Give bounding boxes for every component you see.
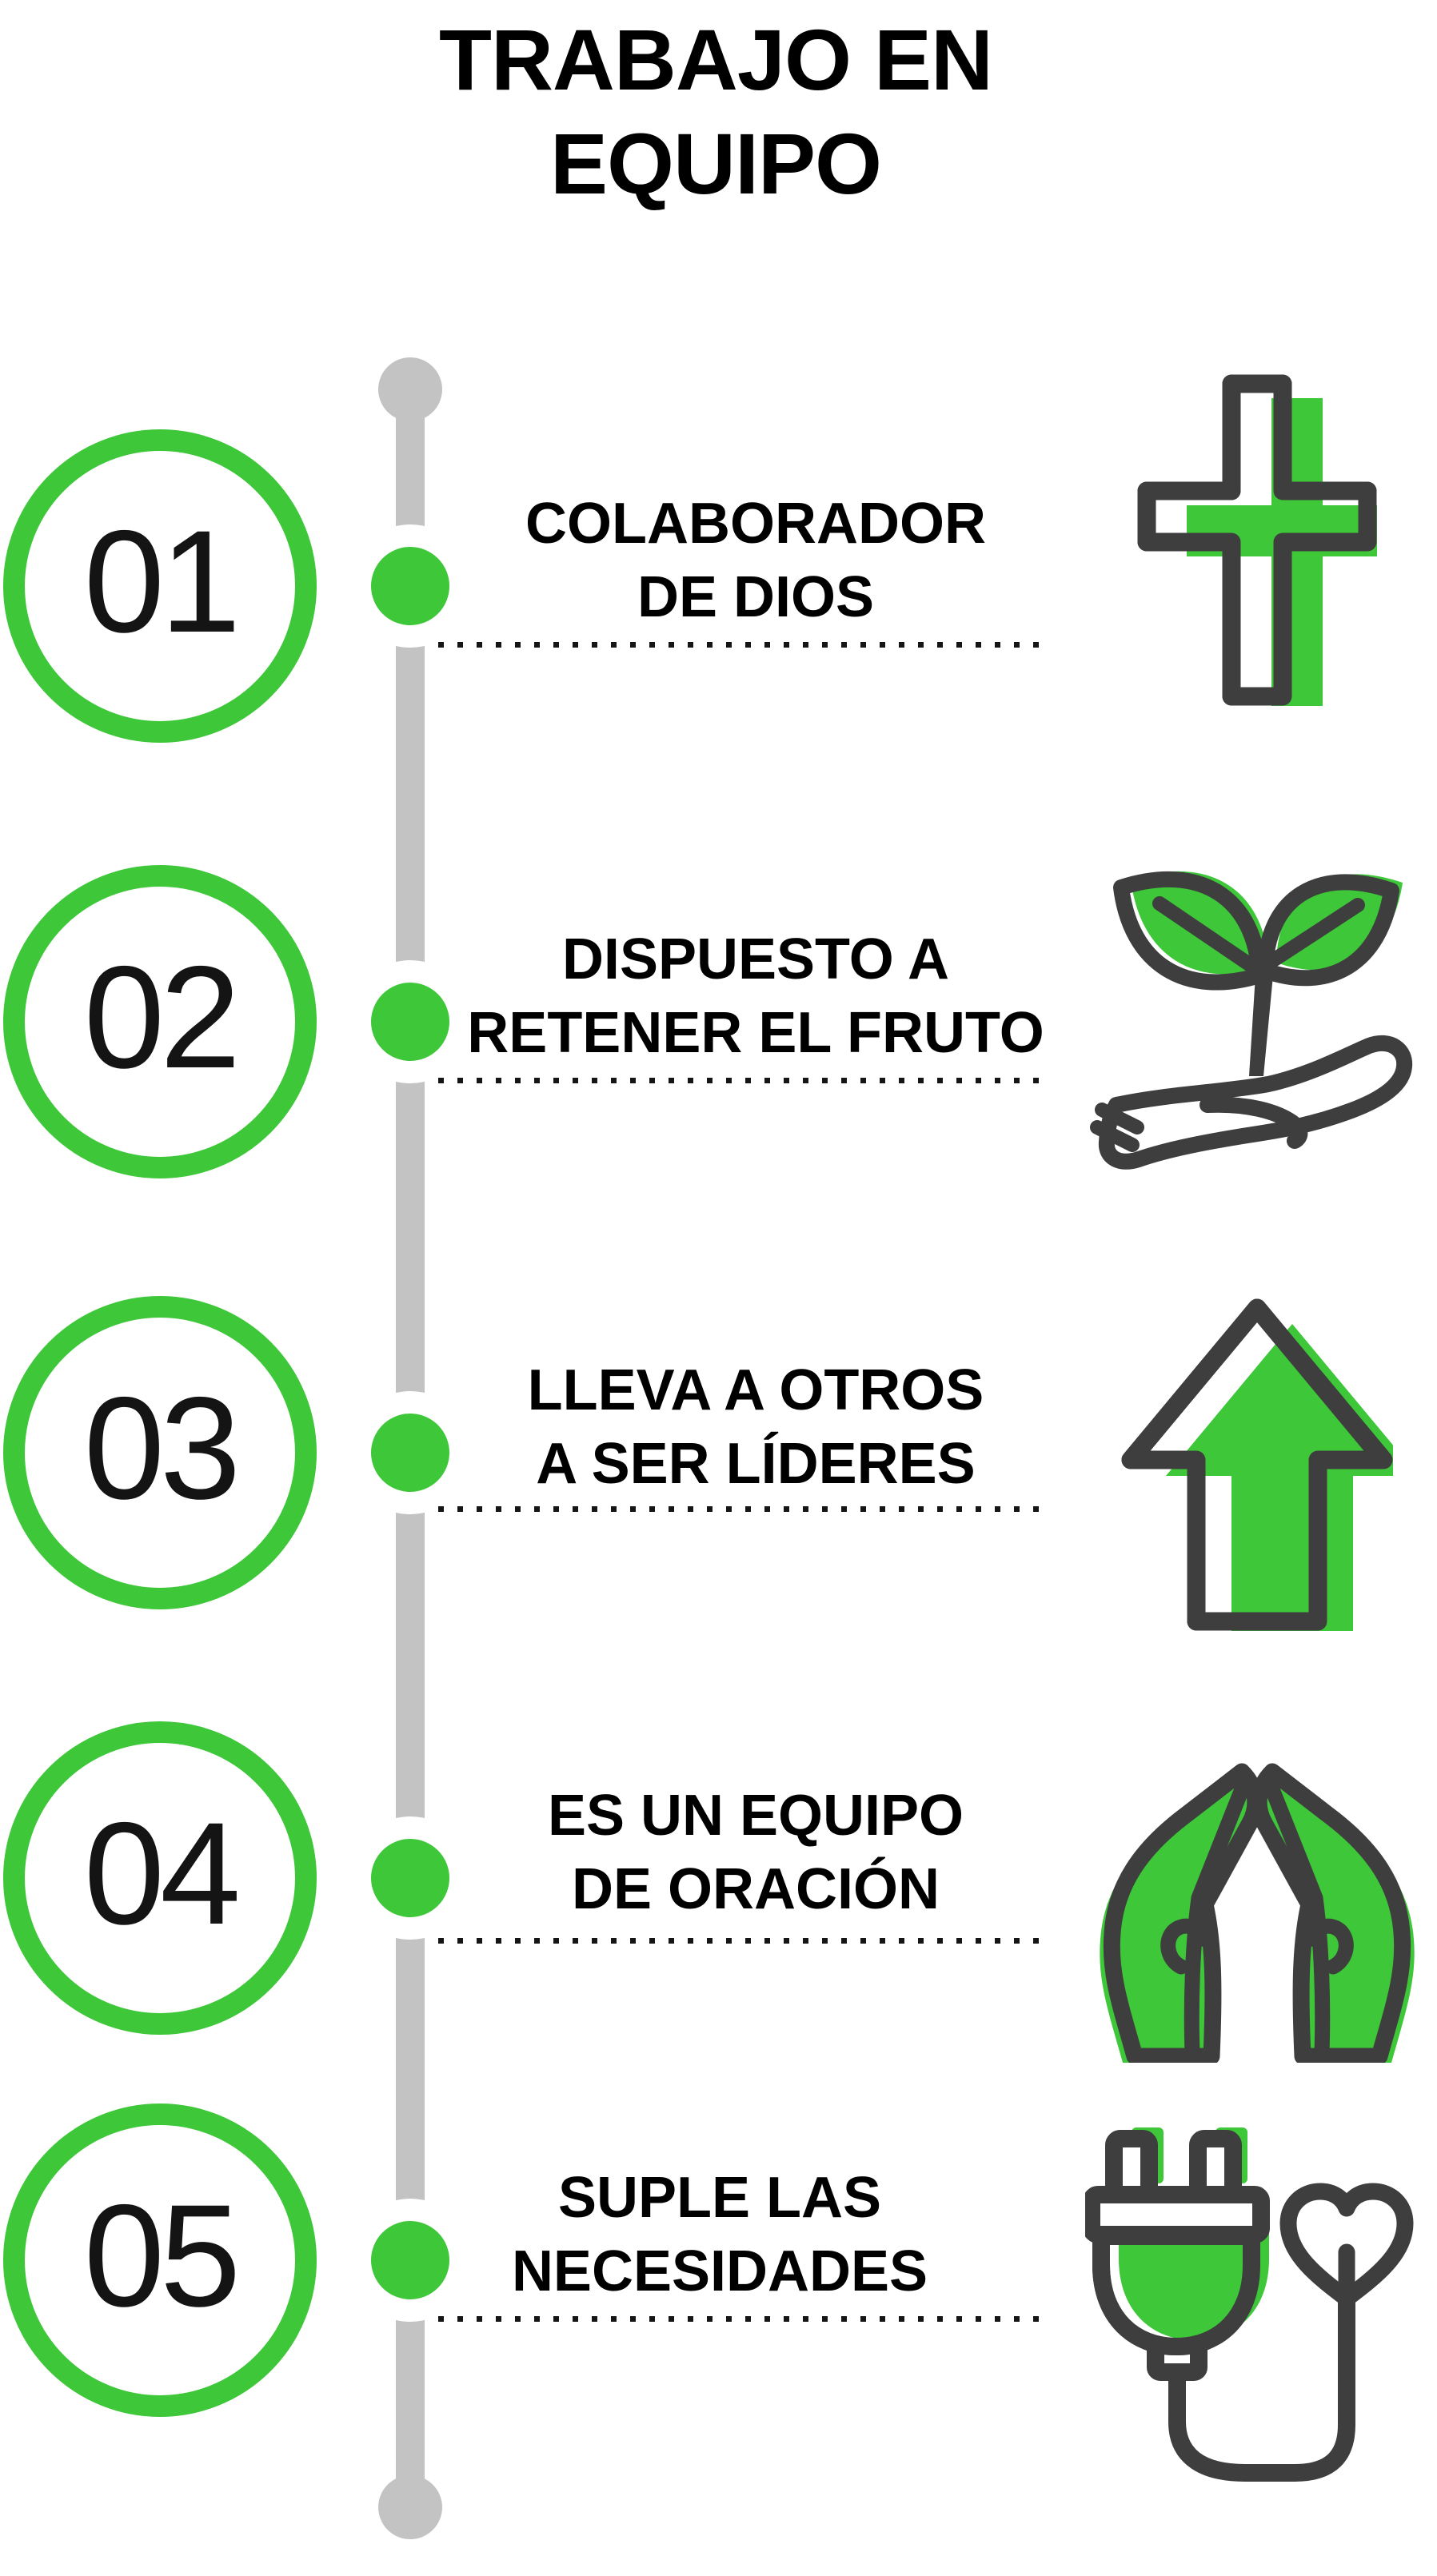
- step-label-5-line2: NECESIDADES: [511, 2239, 928, 2303]
- hand-sprout-icon: [1089, 846, 1425, 1198]
- dotted-leader-5: [438, 2316, 1046, 2322]
- step-label-5: SUPLE LAS NECESIDADES: [380, 2161, 1060, 2308]
- step-label-3: LLEVA A OTROS A SER LÍDERES: [416, 1354, 1096, 1501]
- dotted-leader-1: [438, 642, 1046, 648]
- praying-hands-icon: [1084, 1740, 1431, 2063]
- step-label-5-line1: SUPLE LAS: [557, 2166, 882, 2230]
- timeline-end-cap: [378, 2475, 442, 2539]
- dotted-leader-4: [438, 1938, 1046, 1944]
- step-label-2-line2: RETENER EL FRUTO: [467, 1001, 1044, 1065]
- dotted-leader-2: [438, 1078, 1046, 1083]
- step-label-1-line1: COLABORADOR: [525, 492, 986, 556]
- step-label-3-line1: LLEVA A OTROS: [527, 1358, 984, 1422]
- step-number-1: 01: [83, 500, 241, 663]
- step-label-2-line1: DISPUESTO A: [561, 927, 950, 991]
- step-circle-3: 03: [3, 1296, 317, 1609]
- step-circle-4: 04: [3, 1721, 317, 2035]
- step-label-4-line2: DE ORACIÓN: [571, 1857, 940, 1921]
- arrow-up-icon: [1121, 1298, 1393, 1631]
- step-circle-5: 05: [3, 2103, 317, 2417]
- step-circle-1: 01: [3, 429, 317, 743]
- step-label-1-line2: DE DIOS: [637, 565, 875, 629]
- step-number-4: 04: [83, 1792, 241, 1955]
- plug-heart-icon: [1085, 2127, 1429, 2483]
- step-label-4: ES UN EQUIPO DE ORACIÓN: [416, 1779, 1096, 1926]
- page-title: TRABAJO EN EQUIPO: [76, 8, 1355, 215]
- page-title-line2: EQUIPO: [549, 114, 882, 212]
- step-label-1: COLABORADOR DE DIOS: [416, 487, 1096, 634]
- step-number-3: 03: [83, 1366, 241, 1529]
- timeline-start-cap: [378, 357, 442, 421]
- step-number-2: 02: [83, 935, 241, 1099]
- cross-icon: [1137, 374, 1377, 706]
- step-circle-2: 02: [3, 865, 317, 1178]
- step-number-5: 05: [83, 2174, 241, 2337]
- step-label-2: DISPUESTO A RETENER EL FRUTO: [416, 923, 1096, 1070]
- step-label-4-line1: ES UN EQUIPO: [547, 1784, 964, 1848]
- step-label-3-line2: A SER LÍDERES: [536, 1432, 976, 1496]
- page-title-line1: TRABAJO EN: [438, 11, 993, 108]
- dotted-leader-3: [438, 1506, 1046, 1512]
